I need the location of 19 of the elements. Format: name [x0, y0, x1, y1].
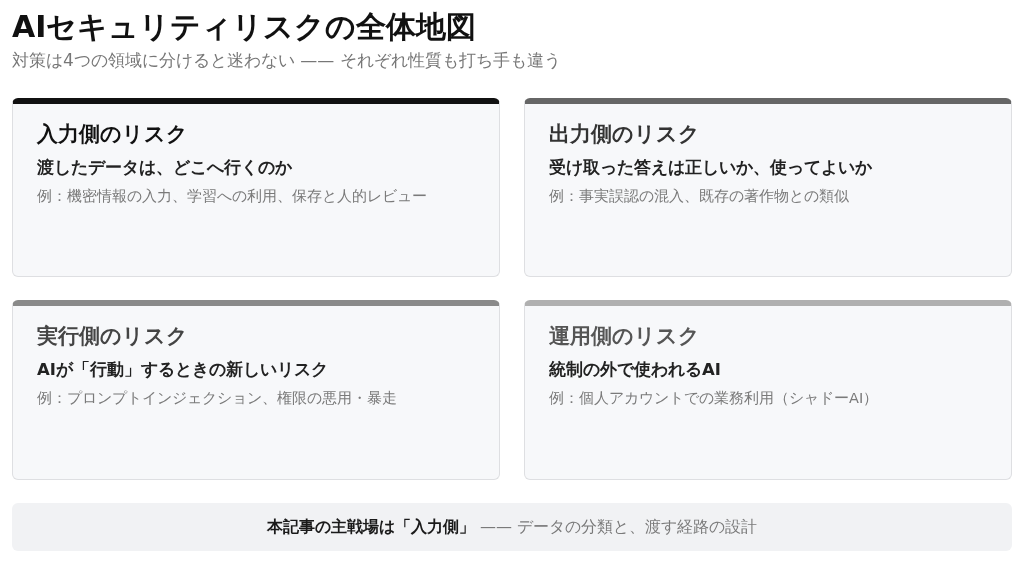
card-heading: 実行側のリスク	[37, 323, 189, 350]
example-text: 例：プロンプトインジェクション、権限の悪用・暴走	[37, 389, 398, 408]
example-text: 例：個人アカウントでの業務利用（シャドーAI）	[549, 389, 880, 408]
card-subheading: 受け取った答えは正しいか、使ってよいか	[549, 157, 873, 179]
card-heading: 運用側のリスク	[549, 323, 701, 350]
example-text: 例：事実誤認の混入、既存の著作物との類似	[549, 187, 850, 206]
card-subheading: 渡したデータは、どこへ行くのか	[37, 157, 293, 179]
risk-card	[524, 98, 1012, 277]
page-title: AIセキュリティリスクの全体地図	[12, 8, 477, 46]
risk-card	[12, 98, 500, 277]
example-text: 例：機密情報の入力、学習への利用、保存と人的レビュー	[37, 187, 428, 206]
summary-text: 本記事の主戦場は「入力側」 —— データの分類と、渡す経路の設計	[266, 516, 758, 538]
page-subtitle: 対策は4つの領域に分けると迷わない —— それぞれ性質も打ち手も違う	[12, 49, 561, 71]
risk-card	[524, 300, 1012, 480]
card-subheading: 統制の外で使われるAI	[549, 359, 722, 381]
card-subheading: AIが「行動」するときの新しいリスク	[37, 359, 329, 381]
risk-card	[12, 300, 500, 480]
card-heading: 入力側のリスク	[37, 121, 189, 148]
card-heading: 出力側のリスク	[549, 121, 701, 148]
